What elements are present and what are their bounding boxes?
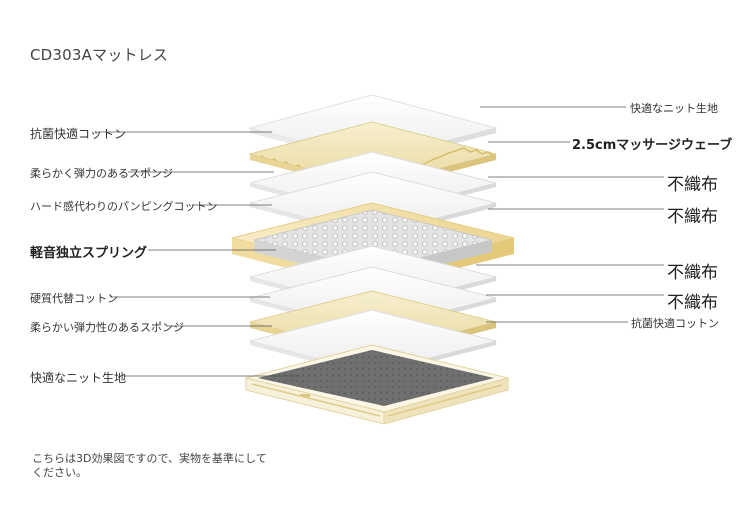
callout-lines-left [96, 131, 300, 377]
label-knit-fabric-bottom: 快適なニット生地 [30, 371, 127, 385]
label-antibacterial-cotton-top: 抗菌快適コットン [30, 127, 127, 141]
callout-lines-right [476, 106, 664, 323]
label-knit-fabric-top: 快適なニット生地 [630, 102, 718, 115]
disclaimer-note: こちらは3D効果図ですので、実物を基準にしてください。 [32, 452, 267, 479]
label-antibacterial-cotton-bottom: 抗菌快適コットン [631, 317, 719, 330]
label-massage-wave: 2.5cmマッサージウェーブ [572, 138, 733, 153]
label-pocket-spring: 軽音独立スプリング [30, 246, 148, 261]
label-soft-elastic-sponge-lower: 柔らかい弾力性のあるスポンジ [30, 321, 184, 334]
label-nonwoven-2: 不織布 [667, 207, 718, 227]
label-nonwoven-1: 不織布 [667, 175, 718, 195]
label-soft-elastic-sponge: 柔らかく弾力のあるスポンジ [30, 167, 173, 180]
label-nonwoven-4: 不織布 [667, 293, 718, 313]
label-hard-pumping-cotton: ハード感代わりのパンピングコットン [30, 200, 218, 213]
label-hard-alt-cotton: 硬質代替コットン [30, 292, 118, 305]
layer-knit-base [245, 344, 510, 425]
page-title: CD303Aマットレス [30, 46, 169, 64]
label-nonwoven-3: 不織布 [667, 263, 718, 283]
